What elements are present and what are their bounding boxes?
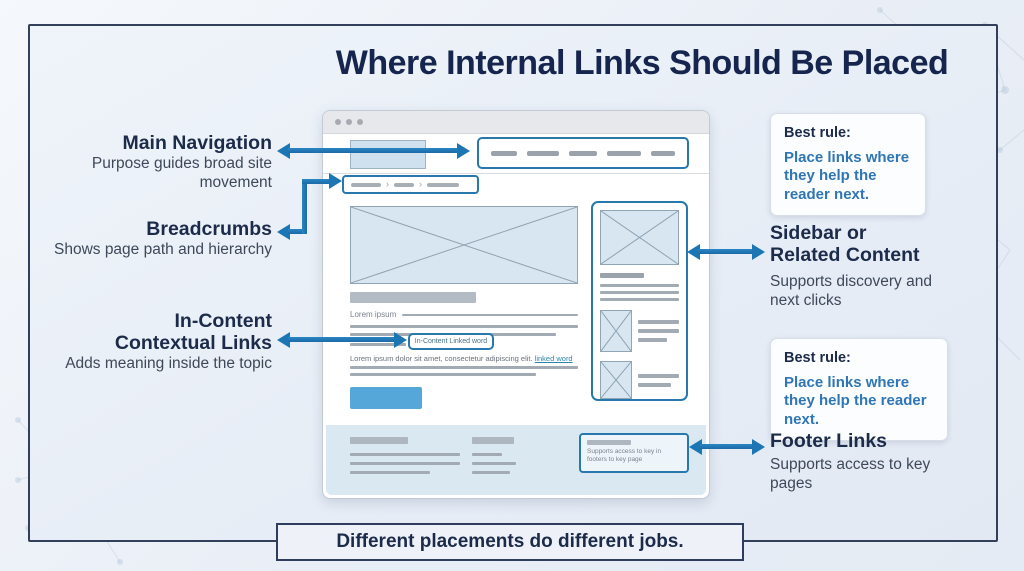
footer-link-placeholder[interactable] <box>350 462 460 465</box>
text-line-placeholder <box>638 338 667 342</box>
text-line-placeholder <box>350 366 578 369</box>
lorem-label: Lorem ipsum <box>350 310 397 319</box>
cta-button-placeholder[interactable] <box>350 387 422 409</box>
footer-link-placeholder[interactable] <box>472 462 516 465</box>
window-control-dot <box>335 119 341 125</box>
footer-links-callout-box: Supports access to key in footers to key… <box>579 433 689 473</box>
best-rule-bottom-text: Place links where they help the reader n… <box>784 374 927 428</box>
footer-link-placeholder[interactable] <box>350 471 430 474</box>
breadcrumb-bar[interactable]: › › <box>342 175 479 194</box>
annotation-breadcrumbs: Breadcrumbs Shows page path and hierarch… <box>40 218 272 259</box>
text-line-placeholder <box>600 291 679 294</box>
in-content-links-heading: In-Content Contextual Links <box>114 310 272 355</box>
in-content-link-chip[interactable]: In-Content Linked word <box>408 333 494 350</box>
text-line-placeholder <box>600 298 679 301</box>
text-line-placeholder <box>638 329 679 333</box>
breadcrumb-item-placeholder[interactable] <box>351 182 381 187</box>
footer-heading-placeholder <box>472 437 514 444</box>
paragraph-text: Lorem ipsum dolor sit amet, consectetur … <box>350 354 535 363</box>
in-content-links-description: Adds meaning inside the topic <box>65 355 272 373</box>
footer-heading-placeholder <box>587 440 631 445</box>
header-divider <box>323 173 709 174</box>
text-line-placeholder <box>638 320 679 324</box>
best-rule-top-label: Best rule: <box>784 125 851 141</box>
footer-link-placeholder[interactable] <box>472 471 510 474</box>
text-line-placeholder <box>638 373 679 378</box>
sidebar-heading-placeholder <box>600 273 644 278</box>
breadcrumbs-description: Shows page path and hierarchy <box>53 241 272 259</box>
browser-window-mockup: › › Lorem ipsum In-Content Linked word L… <box>322 110 710 499</box>
text-line-placeholder <box>600 284 679 287</box>
text-line-placeholder <box>350 373 536 376</box>
related-item[interactable] <box>600 361 679 399</box>
annotation-in-content-links: In-Content Contextual Links Adds meaning… <box>40 310 272 373</box>
sidebar-content-description: Supports discovery and next clicks <box>770 273 932 310</box>
nav-item-placeholder[interactable] <box>527 150 559 156</box>
nav-item-placeholder[interactable] <box>607 150 641 156</box>
footer-link-placeholder[interactable] <box>472 453 502 456</box>
footer-links-heading: Footer Links <box>770 430 888 452</box>
best-rule-card-bottom: Best rule: Place links where they help t… <box>770 338 948 441</box>
body-paragraph: Lorem ipsum dolor sit amet, consectetur … <box>350 354 590 363</box>
text-line-placeholder <box>350 343 406 346</box>
page-footer-mockup: Supports access to key in footers to key… <box>326 425 706 495</box>
text-line-placeholder <box>402 313 578 316</box>
sidebar-image-placeholder <box>600 210 679 265</box>
main-navigation-description: Purpose guides broad site movement <box>91 155 272 192</box>
footer-links-description: Supports access to key pages <box>770 456 931 493</box>
page-title: Where Internal Links Should Be Placed <box>335 44 949 82</box>
bottom-banner: Different placements do different jobs. <box>276 523 744 561</box>
nav-item-placeholder[interactable] <box>569 150 597 156</box>
text-line-placeholder <box>638 382 671 387</box>
nav-item-placeholder[interactable] <box>651 150 675 156</box>
article-heading-placeholder <box>350 292 476 303</box>
annotation-main-navigation: Main Navigation Purpose guides broad sit… <box>40 132 272 192</box>
window-control-dot <box>357 119 363 125</box>
window-control-dot <box>346 119 352 125</box>
related-item[interactable] <box>600 310 679 352</box>
nav-item-placeholder[interactable] <box>491 150 517 156</box>
main-navigation-heading: Main Navigation <box>122 132 272 154</box>
hero-image-placeholder <box>350 206 578 284</box>
article-column: Lorem ipsum <box>350 206 578 346</box>
best-rule-card-top: Best rule: Place links where they help t… <box>770 113 926 216</box>
footer-link-placeholder[interactable] <box>350 453 460 456</box>
sidebar-content-heading: Sidebar or Related Content <box>770 222 920 267</box>
chevron-right-icon: › <box>386 179 389 189</box>
footer-box-caption: Supports access to key in footers to key… <box>587 448 662 464</box>
footer-column <box>472 437 516 474</box>
footer-column <box>350 437 460 474</box>
related-thumb-placeholder <box>600 361 632 399</box>
browser-titlebar <box>323 111 709 134</box>
text-line-placeholder <box>350 325 578 328</box>
annotation-sidebar-content: Sidebar or Related Content Supports disc… <box>770 222 960 311</box>
bottom-banner-text: Different placements do different jobs. <box>336 531 684 552</box>
site-logo-placeholder <box>350 140 426 169</box>
annotation-footer-links: Footer Links Supports access to key page… <box>770 430 960 493</box>
best-rule-top-text: Place links where they help the reader n… <box>784 149 910 203</box>
breadcrumb-item-placeholder[interactable] <box>427 182 459 187</box>
footer-heading-placeholder <box>350 437 408 444</box>
breadcrumbs-heading: Breadcrumbs <box>146 218 272 240</box>
inline-text-link[interactable]: linked word <box>534 354 573 363</box>
sidebar-related-content[interactable] <box>591 201 688 401</box>
breadcrumb-item-placeholder[interactable] <box>394 182 414 187</box>
chevron-right-icon: › <box>419 179 422 189</box>
main-navigation-menu[interactable] <box>477 137 689 169</box>
related-thumb-placeholder <box>600 310 632 352</box>
best-rule-bottom-label: Best rule: <box>784 350 851 366</box>
